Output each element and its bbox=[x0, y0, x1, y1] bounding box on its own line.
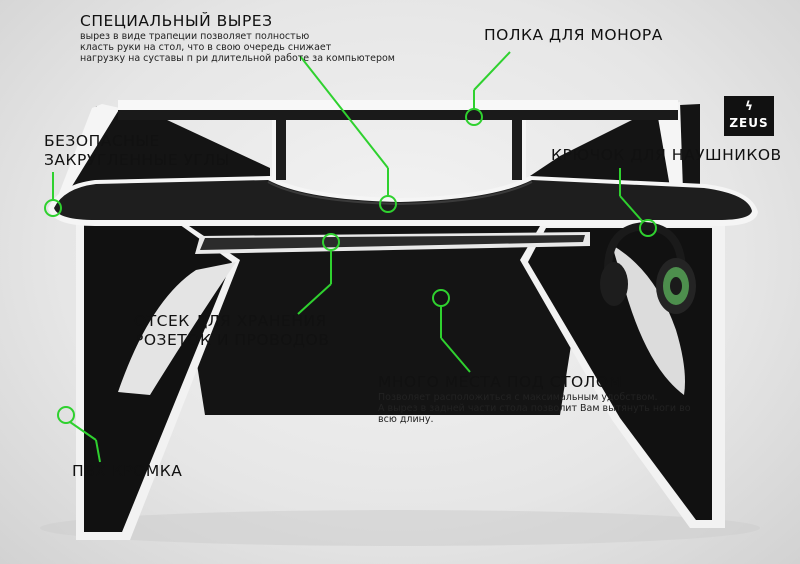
desktop-surface bbox=[54, 180, 752, 220]
floor-shadow bbox=[40, 510, 760, 546]
marker-hook bbox=[639, 219, 657, 237]
callout-rounded-corners: БЕЗОПАСНЫЕ ЗАКРУГЛЕННЫЕ УГЛЫ bbox=[44, 132, 230, 170]
shelf-title: ПОЛКА ДЛЯ МОНОРА bbox=[484, 26, 663, 44]
legroom-desc-line3: всю длину. bbox=[378, 414, 434, 425]
shelf-top bbox=[118, 110, 678, 120]
corners-title-line1: БЕЗОПАСНЫЕ bbox=[44, 132, 160, 150]
pvc-title: ПВХ КРОМКА bbox=[72, 462, 183, 480]
legroom-title: МНОГО МЕСТА ПОД СТОЛОМ bbox=[378, 373, 623, 391]
callout-cutout: СПЕЦИАЛЬНЫЙ ВЫРЕЗ вырез в виде трапеции … bbox=[80, 12, 395, 64]
headphones bbox=[600, 221, 696, 314]
zeus-logo: ϟ ZEUS bbox=[724, 96, 774, 136]
callout-markers bbox=[44, 51, 657, 463]
corners-title-line2: ЗАКРУГЛЕННЫЕ УГЛЫ bbox=[44, 151, 230, 169]
logo-text: ZEUS bbox=[729, 116, 769, 130]
keyboard-tray bbox=[200, 235, 585, 250]
callout-monitor-shelf: ПОЛКА ДЛЯ МОНОРА bbox=[484, 26, 663, 45]
marker-pvc bbox=[57, 406, 75, 424]
leader-pvc bbox=[69, 421, 97, 441]
legroom-desc-line2: А вырез в задней части стола позволит Ва… bbox=[378, 403, 691, 414]
leader-hook bbox=[619, 195, 644, 223]
left-upper-edge bbox=[58, 104, 120, 196]
shelf-top-edge bbox=[118, 100, 678, 110]
cutout-title: СПЕЦИАЛЬНЫЙ ВЫРЕЗ bbox=[80, 12, 273, 30]
callout-legroom: МНОГО МЕСТА ПОД СТОЛОМ Позволяет располо… bbox=[378, 373, 691, 425]
callout-storage: ОТСЕК ДЛЯ ХРАНЕНИЯ РОЗЕТОК И ПРОВОДОВ bbox=[134, 312, 329, 350]
callout-pvc-edge: ПВХ КРОМКА bbox=[72, 462, 182, 481]
right-leg-cutout bbox=[612, 245, 685, 395]
left-side-upper bbox=[60, 106, 270, 200]
cutout-desc-line1: вырез в виде трапеции позволяет полность… bbox=[80, 31, 310, 42]
storage-title-line2: РОЗЕТОК И ПРОВОДОВ bbox=[134, 331, 330, 349]
trapezoid-cutout-highlight bbox=[267, 181, 533, 206]
lightning-icon: ϟ bbox=[745, 99, 753, 113]
back-panel bbox=[175, 225, 590, 415]
left-leg-cutout bbox=[118, 262, 236, 395]
cutout-desc-line3: нагрузку на суставы п ри длительной рабо… bbox=[80, 53, 395, 64]
callout-headphone-hook: КРЮЧОК ДЛЯ НАУШНИКОВ bbox=[551, 146, 782, 165]
shelf-right-support-face bbox=[512, 120, 522, 180]
legroom-desc-line1: Позволяет расположиться с максимальным у… bbox=[378, 392, 658, 403]
hook-title: КРЮЧОК ДЛЯ НАУШНИКОВ bbox=[551, 146, 782, 164]
storage-title-line1: ОТСЕК ДЛЯ ХРАНЕНИЯ bbox=[134, 312, 327, 330]
shelf-left-support-face bbox=[276, 120, 286, 180]
cutout-desc-line2: класть руки на стол, что в свою очередь … bbox=[80, 42, 332, 53]
